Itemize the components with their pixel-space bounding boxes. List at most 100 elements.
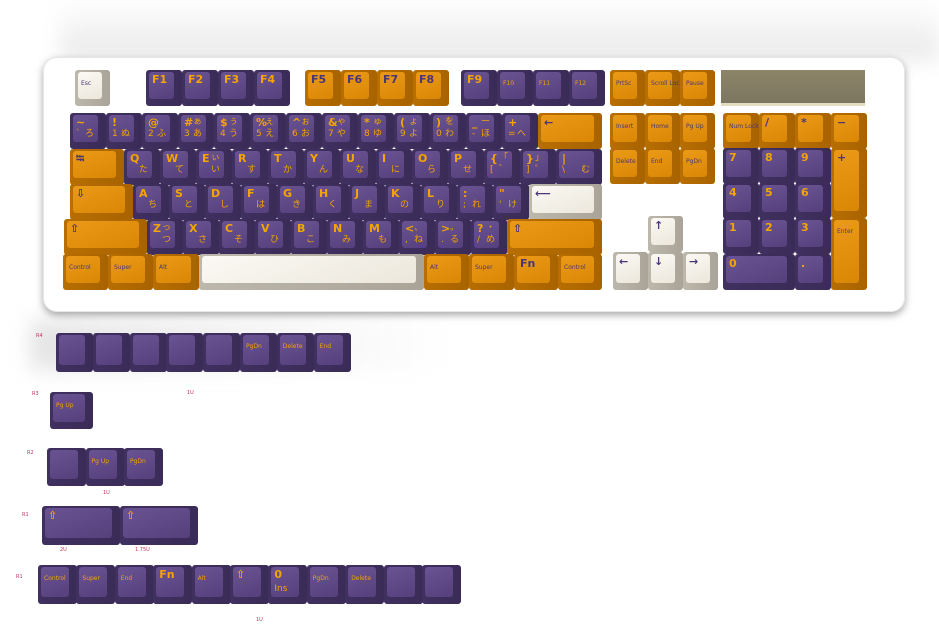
key--[interactable]: }]」゜	[520, 149, 556, 185]
key-pgdn[interactable]: PgDn	[124, 448, 163, 486]
key-fn[interactable]: Fn	[153, 565, 193, 604]
key-home[interactable]: Home	[645, 113, 680, 149]
key-f3[interactable]: F3	[218, 70, 254, 106]
key-f6[interactable]: F6	[341, 70, 377, 106]
key-pgdn[interactable]: PgDn	[306, 565, 346, 604]
key-fn[interactable]: Fn	[514, 254, 558, 290]
key-f4[interactable]: F4	[254, 70, 290, 106]
key-f5[interactable]: F5	[305, 70, 341, 106]
key-blank[interactable]	[199, 254, 424, 290]
key-f12[interactable]: F12	[569, 70, 605, 106]
key--[interactable]: ↑	[648, 216, 683, 252]
key--[interactable]: .	[795, 254, 831, 290]
key-3[interactable]: 3	[795, 218, 831, 254]
key-num-lock[interactable]: Num Lock	[723, 113, 759, 149]
key-enter[interactable]: Enter	[831, 218, 867, 290]
key-pg-up[interactable]: Pg Up	[680, 113, 715, 149]
key--[interactable]: :;れ	[457, 184, 493, 220]
key-control[interactable]: Control	[63, 254, 108, 290]
key-pg-up[interactable]: Pg Up	[85, 448, 125, 486]
key-6[interactable]: 6	[795, 183, 831, 219]
key-f9[interactable]: F9	[461, 70, 497, 106]
key-delete[interactable]: Delete	[610, 148, 645, 184]
key--[interactable]: −	[831, 113, 867, 149]
key-blank[interactable]	[92, 333, 130, 372]
key--[interactable]: ⇧	[64, 219, 147, 255]
key--[interactable]: ←	[538, 113, 602, 149]
key-blank[interactable]	[203, 333, 241, 372]
key-5[interactable]: 5	[759, 183, 795, 219]
key-alt[interactable]: Alt	[153, 254, 199, 290]
key-alt[interactable]: Alt	[424, 254, 469, 290]
key--[interactable]: ⇩	[70, 184, 133, 220]
key--[interactable]: ~`ろ	[70, 113, 106, 149]
key-control[interactable]: Control	[38, 565, 77, 604]
key-alt[interactable]: Alt	[191, 565, 231, 604]
key-f7[interactable]: F7	[377, 70, 413, 106]
key--[interactable]: ⇧	[120, 506, 198, 545]
key-super[interactable]: Super	[469, 254, 514, 290]
key--[interactable]: ⇧	[230, 565, 269, 604]
key--[interactable]: |\む	[556, 149, 602, 185]
key-4[interactable]: 4	[723, 183, 759, 219]
key--[interactable]: {[「゛	[484, 149, 520, 185]
key-pgdn[interactable]: PgDn	[240, 333, 277, 372]
key-scroll-lock[interactable]: Scroll Lock	[645, 70, 680, 106]
key-pg-up[interactable]: Pg Up	[50, 392, 93, 429]
key-blank[interactable]	[129, 333, 167, 372]
key-f8[interactable]: F8	[413, 70, 449, 106]
key-insert[interactable]: Insert	[610, 113, 645, 149]
key--[interactable]: →	[683, 252, 718, 290]
key--[interactable]: <,、ね	[399, 219, 435, 255]
key-blank[interactable]	[422, 565, 461, 604]
key-end[interactable]: End	[313, 333, 351, 372]
key--[interactable]: ⇧	[507, 219, 602, 255]
key-blank[interactable]	[47, 448, 86, 486]
key--[interactable]: "'け	[493, 184, 529, 220]
key--[interactable]: *	[795, 113, 831, 149]
key-9[interactable]: 9	[795, 148, 831, 184]
key-blank[interactable]	[166, 333, 204, 372]
key--[interactable]: ⭾	[70, 149, 124, 185]
key-super[interactable]: Super	[76, 565, 116, 604]
key--[interactable]: _-ーほ	[466, 113, 502, 149]
key-1[interactable]: 1	[723, 218, 759, 254]
key-f1[interactable]: F1	[146, 70, 182, 106]
key--[interactable]: +	[831, 148, 867, 218]
key-super[interactable]: Super	[108, 254, 153, 290]
key--[interactable]: ⟵	[529, 184, 602, 220]
key--[interactable]: ↓	[648, 252, 683, 290]
key-f11[interactable]: F11	[533, 70, 569, 106]
key-esc[interactable]: Esc	[75, 70, 110, 106]
key--[interactable]: /	[759, 113, 795, 149]
key-pgdn[interactable]: PgDn	[680, 148, 715, 184]
key-blank[interactable]	[383, 565, 423, 604]
